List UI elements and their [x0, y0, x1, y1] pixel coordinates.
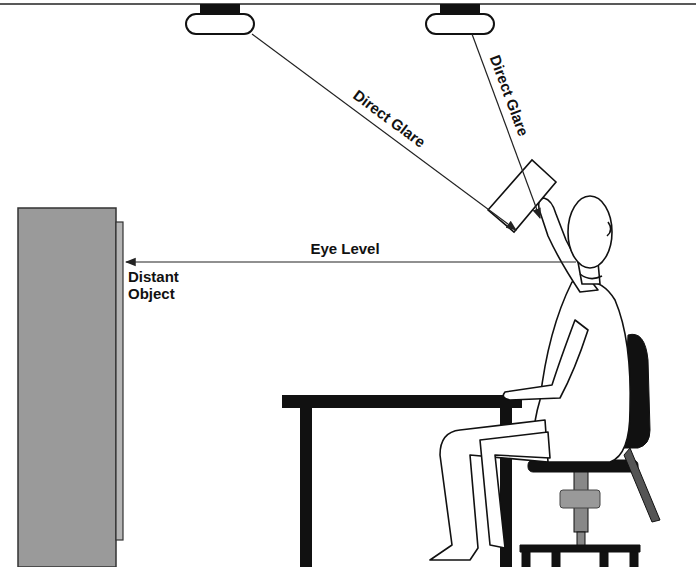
seated-person — [430, 196, 630, 560]
ceiling-light — [426, 4, 494, 34]
glare-ray — [252, 34, 516, 230]
eye-level-line — [126, 261, 576, 262]
glare-label: Direct Glare — [349, 85, 431, 152]
glare-label: Direct Glare — [486, 50, 533, 139]
ceiling-line — [0, 3, 696, 5]
cabinet — [18, 208, 123, 567]
ceiling-light — [186, 4, 254, 34]
glare-ray — [472, 34, 540, 218]
eye-level-label: Eye Level — [308, 240, 381, 257]
object-label: Distant Object — [126, 268, 194, 302]
